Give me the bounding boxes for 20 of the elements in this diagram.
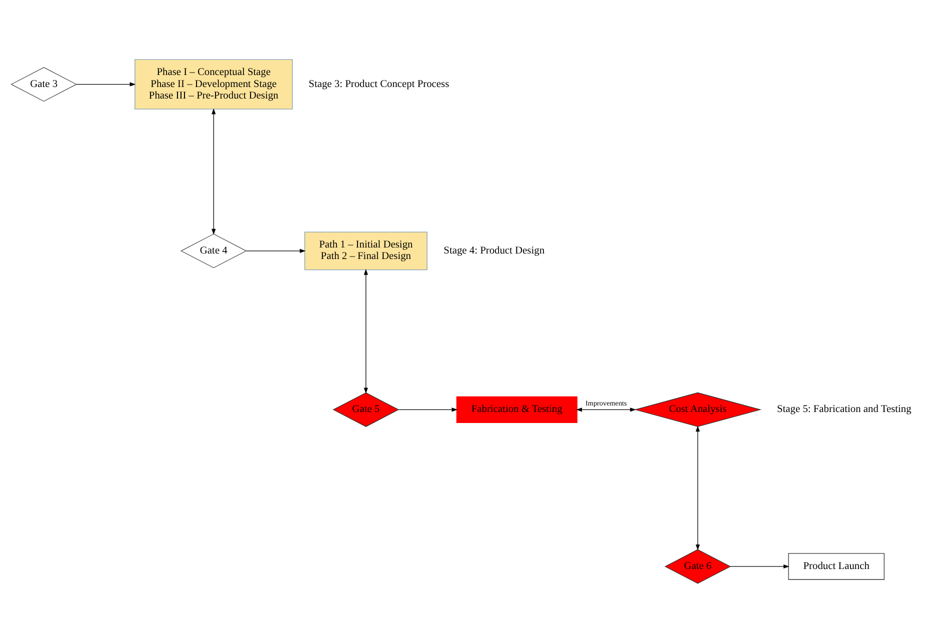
node-label: Stage 5: Fabrication and Testing xyxy=(776,404,912,415)
arrow xyxy=(76,82,136,86)
node-diamond: Gate 6 xyxy=(664,548,731,584)
arrow xyxy=(696,425,700,550)
arrow xyxy=(576,407,636,412)
arrow xyxy=(364,268,368,394)
arrow xyxy=(730,564,790,568)
node-box: Phase I – Conceptual Stage Phase II – Development Stage Phase III – Pre-Product Design xyxy=(134,58,293,109)
arrow xyxy=(246,248,306,252)
node-box: Product Launch xyxy=(788,552,884,580)
node-diamond: Gate 3 xyxy=(10,66,78,102)
node-box: Fabrication & Testing xyxy=(456,396,578,422)
node-diamond: Cost Analysis xyxy=(634,392,762,426)
node-label: Stage 4: Product Design xyxy=(444,244,545,256)
arrow xyxy=(212,108,216,234)
node-box: Path 1 – Initial Design Path 2 – Final Design xyxy=(304,231,428,270)
node-diamond: Gate 4 xyxy=(180,233,247,268)
node-diamond: Gate 5 xyxy=(332,392,400,426)
node-label: Stage 3: Product Concept Process xyxy=(308,78,450,90)
arrow xyxy=(398,407,458,412)
